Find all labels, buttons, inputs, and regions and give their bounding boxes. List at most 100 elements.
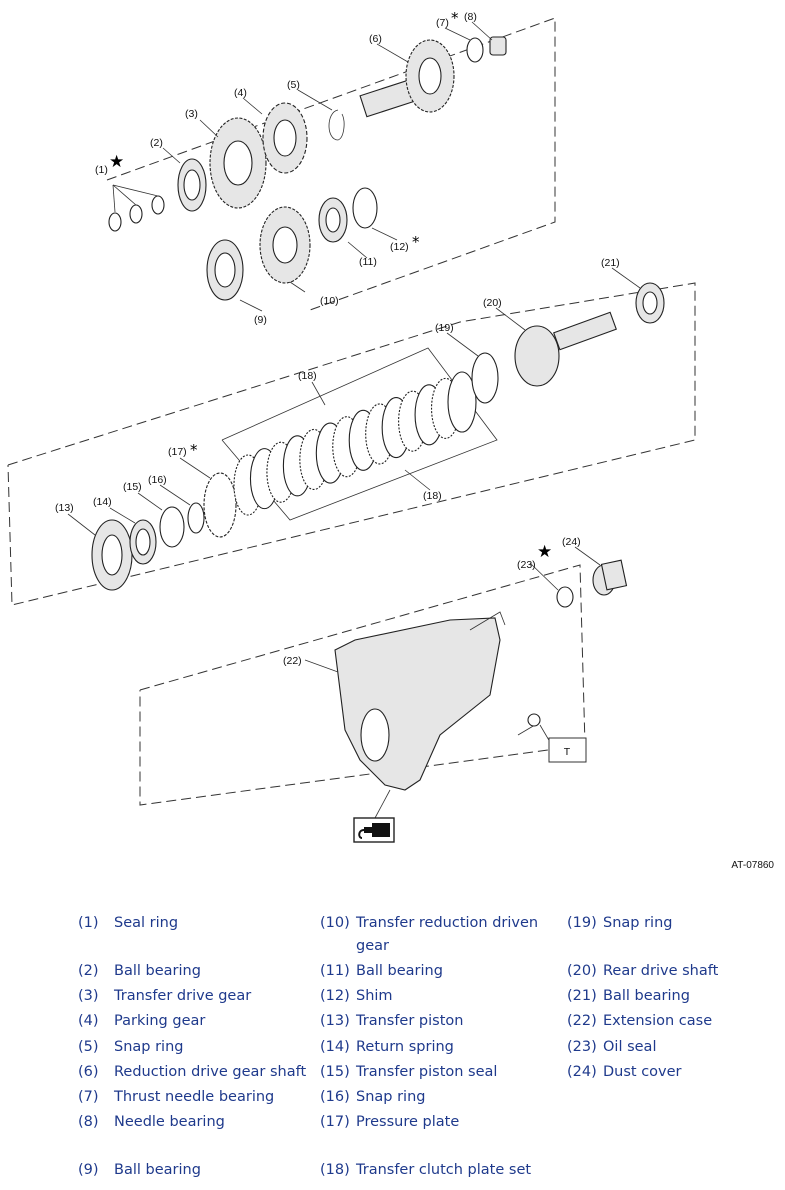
legend-number: (5) — [78, 1039, 99, 1055]
callout-label: (4) — [234, 87, 247, 99]
legend-number: (3) — [78, 988, 99, 1004]
legend-name: Dust cover — [603, 1064, 682, 1080]
needle-bearing-part — [489, 36, 507, 56]
transfer-clutch-plate-set-part — [221, 347, 498, 521]
callout-label: (3) — [185, 108, 198, 120]
legend-number: (24) — [567, 1064, 597, 1080]
ball-bearing-11-part — [318, 197, 348, 243]
ball-bearing-2-part — [177, 158, 207, 212]
legend-name: Transfer clutch plate set — [356, 1162, 532, 1178]
callout-label: (11) — [359, 256, 377, 268]
asterisk-mark-12: * — [412, 233, 420, 251]
callout-label: (22) — [283, 655, 302, 667]
torque-leader — [539, 724, 551, 743]
torque-box — [548, 737, 587, 763]
transfer-piston-seal-part — [159, 506, 185, 548]
legend-number: (6) — [78, 1064, 99, 1080]
oil-symbol-leader — [374, 789, 391, 819]
callout-label: (14) — [93, 496, 112, 508]
dust-cover-part — [592, 559, 628, 596]
legend-number: (2) — [78, 963, 99, 979]
legend-name: Transfer drive gear — [114, 988, 252, 1004]
callout-labels: (1)(2)(3)(4)(5)(6)(7)(8)(9)(10)(11)(12)(… — [55, 11, 620, 667]
legend-name: Shim — [356, 988, 393, 1004]
legend-name: Snap ring — [603, 915, 673, 931]
callout-label: (16) — [148, 474, 167, 486]
asterisk-mark-17: * — [190, 441, 198, 459]
figure-ref: AT-07860 — [731, 860, 774, 871]
legend-number: (11) — [320, 963, 350, 979]
snap-ring-16-part — [187, 502, 205, 534]
callout-label: (20) — [483, 297, 502, 309]
legend-name: Thrust needle bearing — [114, 1089, 275, 1105]
legend-name: Parking gear — [114, 1013, 206, 1029]
clutch-plate — [447, 371, 477, 433]
rear-drive-shaft-part — [514, 311, 617, 387]
callout-label: (18) — [298, 370, 317, 382]
group-outline-middle — [7, 282, 696, 606]
exploded-view-diagram: T (1)(2)(3)(4)(5)(6)(7)(8)(9)(10)(11)(12… — [7, 9, 774, 871]
legend-name: Extension case — [603, 1013, 713, 1029]
transfer-drive-gear-part — [209, 117, 267, 209]
shim-part — [352, 187, 378, 229]
callout-label: (9) — [254, 314, 267, 326]
return-spring-part — [129, 519, 157, 565]
legend-name: Rear drive shaft — [603, 963, 719, 979]
legend-number: (18) — [320, 1162, 350, 1178]
legend-name: Transfer reduction driven — [356, 915, 539, 931]
callout-label: (2) — [150, 137, 163, 149]
legend-number: (12) — [320, 988, 350, 1004]
callout-label: (7) — [436, 17, 449, 29]
star-mark-1: ★ — [109, 152, 124, 172]
legend-name: Seal ring — [114, 915, 179, 931]
legend-name: Snap ring — [114, 1039, 184, 1055]
legend-name: Pressure plate — [356, 1114, 460, 1130]
legend-name: Ball bearing — [356, 963, 443, 979]
legend-number: (22) — [567, 1013, 597, 1029]
callout-label: (1) — [95, 164, 108, 176]
legend-number: (7) — [78, 1089, 99, 1105]
legend-number: (23) — [567, 1039, 597, 1055]
legend-name: Oil seal — [603, 1039, 657, 1055]
legend-number: (14) — [320, 1039, 350, 1055]
legend-number: (17) — [320, 1114, 350, 1130]
ball-bearing-9-part — [206, 239, 244, 301]
legend-name: Ball bearing — [114, 1162, 201, 1178]
oil-seal-part — [556, 586, 574, 608]
callout-label: (10) — [320, 295, 339, 307]
legend-number: (21) — [567, 988, 597, 1004]
callout-label: (24) — [562, 536, 581, 548]
legend-number: (16) — [320, 1089, 350, 1105]
legend-name: Ball bearing — [114, 963, 201, 979]
parts-legend: (1) Seal ring (2) Ball bearing (3) Transfer d… — [0, 912, 785, 1190]
legend-name: Return spring — [356, 1039, 454, 1055]
seal-ring-part — [108, 184, 165, 232]
legend-name: Snap ring — [356, 1089, 426, 1105]
legend-number: (19) — [567, 915, 597, 931]
legend-number: (9) — [78, 1162, 99, 1178]
group-outline-upper — [106, 17, 556, 311]
parking-gear-part — [262, 102, 308, 174]
legend-number: (8) — [78, 1114, 99, 1130]
bolt-part — [517, 713, 541, 736]
asterisk-mark-7: * — [451, 9, 459, 27]
legend-name: Transfer piston — [356, 1013, 464, 1029]
callout-label: (18) — [423, 490, 442, 502]
callout-label: (21) — [601, 257, 620, 269]
ball-bearing-21-part — [635, 282, 665, 324]
transfer-reduction-driven-gear-part — [259, 206, 311, 284]
legend-name: Ball bearing — [603, 988, 690, 1004]
callout-label: (12) — [390, 241, 409, 253]
callout-label: (19) — [435, 322, 454, 334]
legend-number: (1) — [78, 915, 99, 931]
legend-number: (20) — [567, 963, 597, 979]
legend-number: (10) — [320, 915, 350, 931]
callout-label: (23) — [517, 559, 536, 571]
oil-applicator-icon — [353, 817, 395, 843]
star-mark-23: ★ — [537, 542, 552, 562]
callout-label: (13) — [55, 502, 74, 514]
legend-name: Transfer piston seal — [356, 1064, 498, 1080]
pressure-plate-part — [203, 472, 237, 538]
callout-label: (6) — [369, 33, 382, 45]
torque-box-label: T — [564, 746, 571, 758]
